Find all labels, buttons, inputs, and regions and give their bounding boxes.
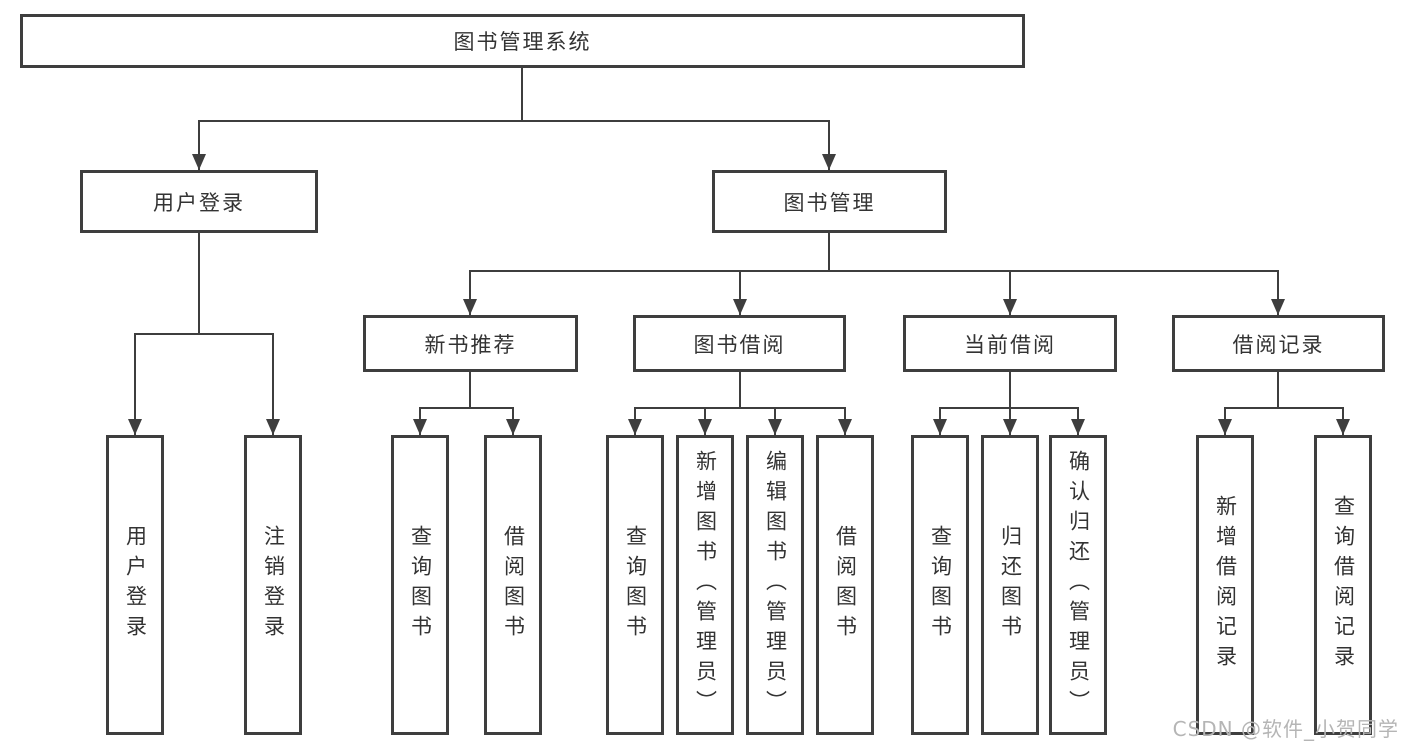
- node-book-borrowing-label: 图书借阅: [693, 332, 786, 357]
- node-book-management: 图书管理: [712, 170, 947, 233]
- connector-bus-new-book: [419, 407, 514, 409]
- leaf-records-query-record-label: 查询借阅记录: [1331, 495, 1356, 675]
- leaf-records-add-record: 新增借阅记录: [1196, 435, 1254, 735]
- csdn-watermark: CSDN @软件_小贺同学: [1172, 717, 1399, 741]
- leaf-logout-label: 注销登录: [261, 525, 286, 645]
- leaf-current-query-books: 查询图书: [911, 435, 969, 735]
- connector-stem-book-borrow: [739, 372, 741, 407]
- leaf-borrow-add-books-admin: 新增图书（管理员）: [676, 435, 734, 735]
- leaf-current-return-books-label: 归还图书: [998, 525, 1023, 645]
- connector-stem-borrow-records: [1277, 372, 1279, 407]
- connector-stem-current-borrow: [1009, 372, 1011, 407]
- leaf-current-confirm-return-admin-label: 确认归还（管理员）: [1066, 450, 1091, 720]
- node-new-book-recommendation-label: 新书推荐: [424, 332, 517, 357]
- leaf-recommend-query-books-label: 查询图书: [408, 525, 433, 645]
- leaf-user-login-label: 用户登录: [123, 525, 148, 645]
- connector-arrow-current-borrow: [1003, 270, 1017, 315]
- node-current-borrowing-label: 当前借阅: [964, 332, 1056, 357]
- connector-arrow-borrow-records: [1271, 270, 1285, 315]
- connector-stem-book-management: [828, 233, 830, 270]
- connector-arrow-login-leaf: [128, 333, 142, 435]
- connector-bus-borrow-records: [1224, 407, 1344, 409]
- leaf-borrow-add-books-admin-label: 新增图书（管理员）: [693, 450, 718, 720]
- connector-stem-new-book: [469, 372, 471, 407]
- leaf-recommend-query-books: 查询图书: [391, 435, 449, 735]
- node-user-login-label: 用户登录: [153, 190, 245, 215]
- leaf-borrow-borrow-books-label: 借阅图书: [833, 525, 858, 645]
- connector-bus-level3: [469, 270, 1279, 272]
- connector-arrow-bor-borrow: [838, 407, 852, 435]
- leaf-borrow-edit-books-admin-label: 编辑图书（管理员）: [763, 450, 788, 720]
- connector-arrow-cur-confirm: [1071, 407, 1085, 435]
- connector-arrow-rec-query: [413, 407, 427, 435]
- leaf-logout: 注销登录: [244, 435, 302, 735]
- leaf-current-query-books-label: 查询图书: [928, 525, 953, 645]
- connector-arrow-user-login: [192, 120, 206, 170]
- connector-bus-book-borrow: [634, 407, 846, 409]
- connector-bus-level2: [198, 120, 830, 122]
- leaf-borrow-query-books: 查询图书: [606, 435, 664, 735]
- connector-arrow-book-management: [822, 120, 836, 170]
- leaf-records-add-record-label: 新增借阅记录: [1213, 495, 1238, 675]
- connector-stem-root: [521, 68, 523, 120]
- leaf-current-return-books: 归还图书: [981, 435, 1039, 735]
- leaf-records-query-record: 查询借阅记录: [1314, 435, 1372, 735]
- connector-arrow-bor-query: [628, 407, 642, 435]
- node-library-system-label: 图书管理系统: [453, 30, 592, 54]
- node-borrowing-records: 借阅记录: [1172, 315, 1385, 372]
- leaf-borrow-borrow-books: 借阅图书: [816, 435, 874, 735]
- connector-arrow-new-book: [463, 270, 477, 315]
- connector-arrow-bor-edit: [768, 407, 782, 435]
- connector-arrow-book-borrow: [733, 270, 747, 315]
- connector-stem-user-login: [198, 233, 200, 333]
- connector-arrow-rcd-query: [1336, 407, 1350, 435]
- leaf-borrow-query-books-label: 查询图书: [623, 525, 648, 645]
- connector-arrow-cur-return: [1003, 407, 1017, 435]
- node-book-management-label: 图书管理: [783, 190, 876, 215]
- node-book-borrowing: 图书借阅: [633, 315, 846, 372]
- connector-bus-user-login: [134, 333, 274, 335]
- connector-arrow-cur-query: [933, 407, 947, 435]
- leaf-recommend-borrow-books-label: 借阅图书: [501, 525, 526, 645]
- leaf-user-login: 用户登录: [106, 435, 164, 735]
- node-current-borrowing: 当前借阅: [903, 315, 1117, 372]
- node-new-book-recommendation: 新书推荐: [363, 315, 578, 372]
- leaf-recommend-borrow-books: 借阅图书: [484, 435, 542, 735]
- connector-arrow-bor-add: [698, 407, 712, 435]
- leaf-borrow-edit-books-admin: 编辑图书（管理员）: [746, 435, 804, 735]
- node-borrowing-records-label: 借阅记录: [1232, 332, 1325, 357]
- connector-arrow-logout-leaf: [266, 333, 280, 435]
- connector-arrow-rcd-add: [1218, 407, 1232, 435]
- connector-arrow-rec-borrow: [506, 407, 520, 435]
- leaf-current-confirm-return-admin: 确认归还（管理员）: [1049, 435, 1107, 735]
- node-library-system: 图书管理系统: [20, 14, 1025, 68]
- node-user-login: 用户登录: [80, 170, 318, 233]
